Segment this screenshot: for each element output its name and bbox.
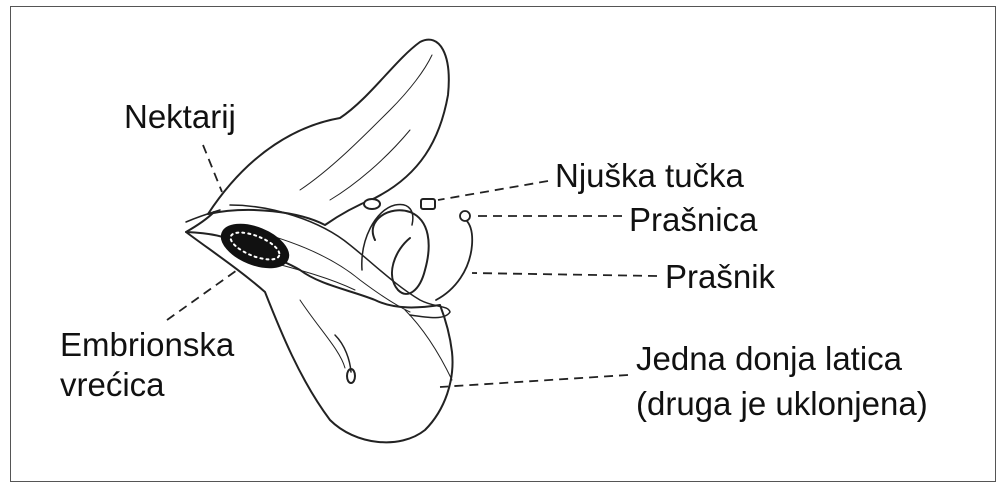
leader-embryo-sac bbox=[167, 268, 240, 320]
label-petal-line2: (druga je uklonjena) bbox=[636, 385, 928, 423]
upper-petal bbox=[208, 40, 449, 225]
label-embryo-sac-line1: Embrionska bbox=[60, 326, 234, 364]
label-anther: Prašnica bbox=[629, 201, 757, 239]
label-petal-line1: Jedna donja latica bbox=[636, 340, 902, 378]
leader-petal bbox=[440, 375, 628, 387]
leader-stigma bbox=[438, 181, 548, 200]
stigma-loop bbox=[373, 210, 429, 294]
leader-stamen bbox=[472, 273, 657, 276]
label-stigma: Njuška tučka bbox=[555, 157, 744, 195]
stamen-filament bbox=[436, 220, 472, 300]
label-embryo-sac-line2: vrećica bbox=[60, 366, 165, 404]
embryo-sac bbox=[216, 216, 294, 276]
label-stamen: Prašnik bbox=[665, 258, 775, 296]
leader-nectary bbox=[203, 145, 222, 192]
label-nectary: Nektarij bbox=[124, 98, 236, 136]
